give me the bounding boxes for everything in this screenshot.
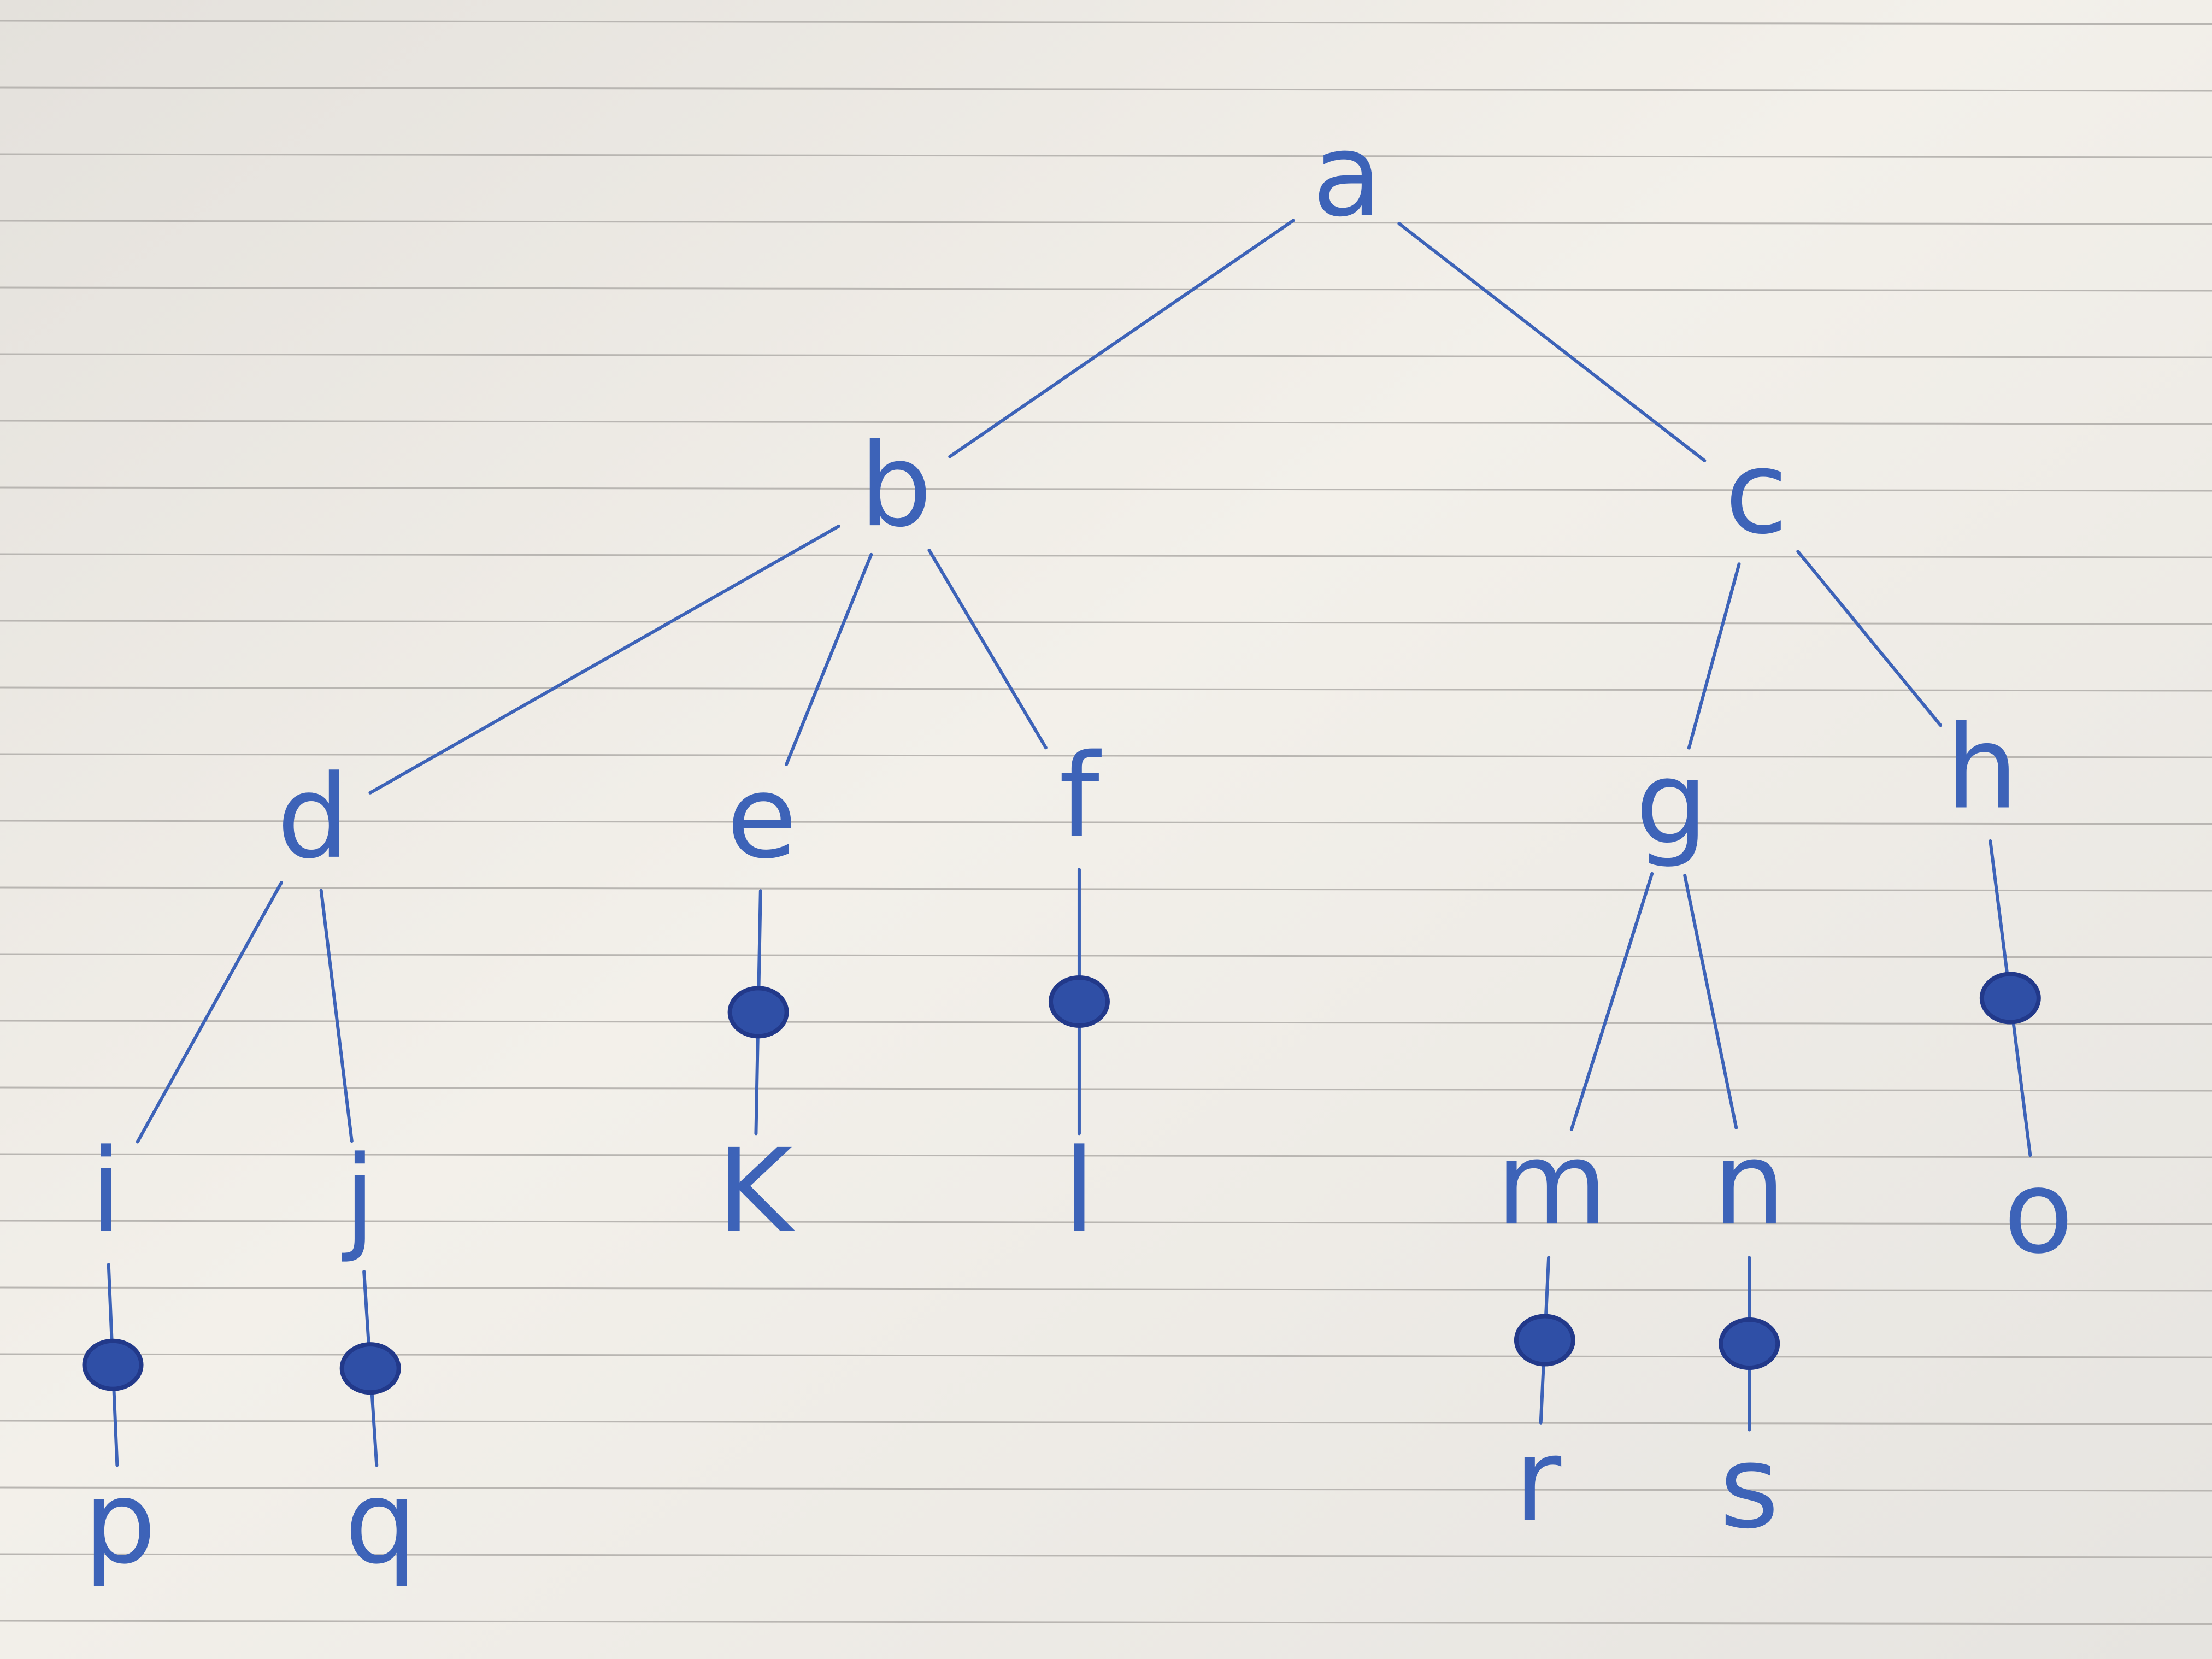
node-e: e xyxy=(726,750,797,884)
node-g: g xyxy=(1636,736,1708,870)
ruled-line xyxy=(0,886,2212,892)
node-h: h xyxy=(1946,701,2019,835)
ruled-line xyxy=(0,486,2212,492)
ruled-line xyxy=(0,820,2212,825)
scribble-marks xyxy=(82,972,2041,1395)
node-b: b xyxy=(860,419,932,552)
ruled-line xyxy=(0,20,2212,25)
node-p: p xyxy=(84,1456,156,1590)
node-j: j xyxy=(342,1131,375,1265)
scribble-mark-e-k xyxy=(727,986,789,1039)
ruled-line xyxy=(0,1486,2212,1492)
ruled-line xyxy=(0,620,2212,625)
ruled-line xyxy=(0,1420,2212,1425)
edge-b-e xyxy=(785,552,873,767)
ruled-line xyxy=(0,353,2212,358)
ruled-line xyxy=(0,686,2212,692)
edge-c-h xyxy=(1796,550,1943,727)
ruled-line xyxy=(0,1153,2212,1158)
ruled-line xyxy=(0,220,2212,225)
ruled-line xyxy=(0,420,2212,425)
ruled-line xyxy=(0,1020,2212,1025)
ruled-line xyxy=(0,1220,2212,1225)
node-n: n xyxy=(1713,1117,1786,1251)
scribble-mark-i-p xyxy=(82,1338,144,1391)
node-f: f xyxy=(1059,729,1102,863)
ruled-line xyxy=(0,953,2212,958)
edge-g-n xyxy=(1683,874,1738,1129)
node-d: d xyxy=(276,750,349,884)
node-r: r xyxy=(1514,1413,1562,1547)
scribble-mark-m-r xyxy=(1514,1314,1575,1367)
node-s: s xyxy=(1720,1420,1779,1554)
scribble-mark-f-l xyxy=(1048,975,1110,1028)
node-m: m xyxy=(1496,1117,1608,1251)
edge-d-i xyxy=(136,881,283,1144)
edge-b-f xyxy=(927,548,1048,750)
edge-a-c xyxy=(1397,222,1707,462)
ruled-line xyxy=(0,1086,2212,1092)
edge-d-j xyxy=(319,889,354,1143)
node-i: i xyxy=(90,1124,121,1258)
ruled-line xyxy=(0,753,2212,758)
edge-b-d xyxy=(368,524,841,795)
tree-edges xyxy=(107,219,2032,1467)
edge-a-b xyxy=(948,219,1295,458)
node-k: K xyxy=(717,1124,795,1258)
edge-g-m xyxy=(1569,872,1654,1132)
node-a: a xyxy=(1312,108,1382,242)
node-c: c xyxy=(1725,426,1787,560)
ruled-line xyxy=(0,1620,2212,1625)
scribble-mark-h-o xyxy=(1979,972,2041,1025)
node-q: q xyxy=(344,1456,417,1590)
ruled-line xyxy=(0,1553,2212,1558)
ruled-lines xyxy=(0,20,2212,1625)
ruled-line xyxy=(0,553,2212,558)
ruled-line xyxy=(0,286,2212,292)
edge-c-g xyxy=(1687,562,1741,750)
scribble-mark-n-s xyxy=(1719,1317,1780,1370)
ruled-line xyxy=(0,86,2212,92)
node-l: l xyxy=(1063,1124,1095,1258)
scribble-mark-j-q xyxy=(339,1342,401,1395)
node-o: o xyxy=(2003,1145,2073,1279)
ruled-line xyxy=(0,1286,2212,1292)
ruled-line xyxy=(0,153,2212,158)
